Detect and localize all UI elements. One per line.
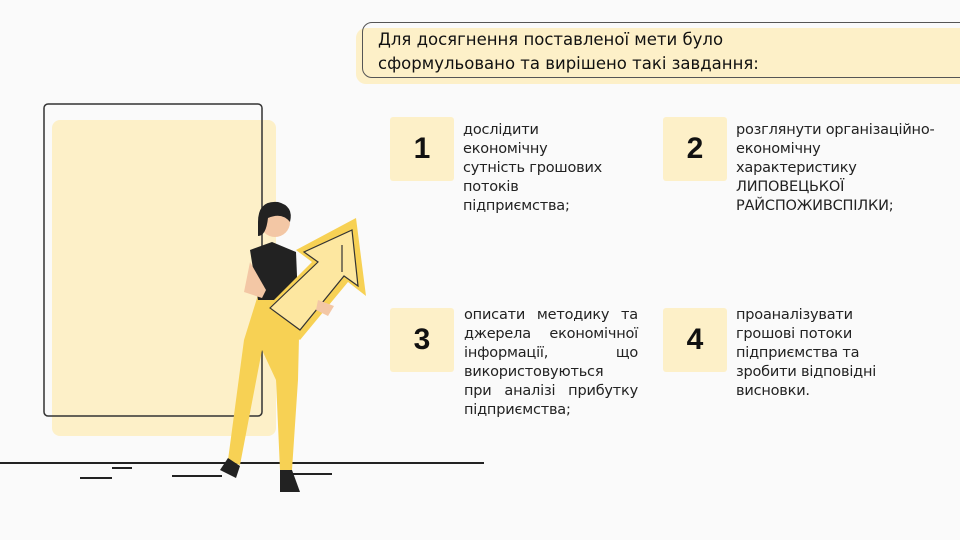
task-line: розглянути організаційно-	[736, 122, 935, 138]
task-line: при аналізі прибутку	[464, 383, 638, 399]
task-line: підприємства;	[464, 402, 571, 418]
task-number-3: 3	[390, 308, 454, 372]
slide-title: Для досягнення поставленої мети було сфо…	[378, 28, 948, 76]
task-line: ЛИПОВЕЦЬКОЇ	[736, 179, 845, 195]
task-line: економічну	[736, 141, 821, 157]
task-line: джерела економічної	[464, 326, 638, 342]
task-line: підприємства;	[463, 198, 570, 214]
task-1-text: дослідити економічну сутність грошових п…	[463, 121, 602, 216]
task-line: використовуються	[464, 364, 604, 380]
task-line: зробити відповідні	[736, 364, 877, 380]
task-line: проаналізувати	[736, 307, 853, 323]
title-line: сформульовано та вирішено такі завдання:	[378, 54, 759, 73]
task-line: описати методику та	[464, 307, 638, 323]
woman-with-arrow-illustration	[0, 103, 484, 492]
task-line: потоків	[463, 179, 519, 195]
task-line: РАЙСПОЖИВСПІЛКИ;	[736, 198, 894, 214]
task-line: грошові потоки	[736, 326, 853, 342]
task-4-text: проаналізувати грошові потоки підприємст…	[736, 306, 876, 401]
task-number-1: 1	[390, 117, 454, 181]
task-line: дослідити	[463, 122, 539, 138]
task-line: характеристику	[736, 160, 857, 176]
task-line: підприємства та	[736, 345, 860, 361]
task-3-text: описати методику та джерела економічної …	[464, 306, 638, 420]
title-highlight	[356, 28, 960, 84]
task-number-2: 2	[663, 117, 727, 181]
task-line: сутність грошових	[463, 160, 603, 176]
task-number-4: 4	[663, 308, 727, 372]
task-line: інформації, що	[464, 345, 638, 361]
title-line: Для досягнення поставленої мети було	[378, 30, 724, 49]
task-line: економічну	[463, 141, 548, 157]
title-frame	[362, 22, 960, 78]
task-line: висновки.	[736, 383, 810, 399]
task-2-text: розглянути організаційно- економічну хар…	[736, 121, 935, 216]
